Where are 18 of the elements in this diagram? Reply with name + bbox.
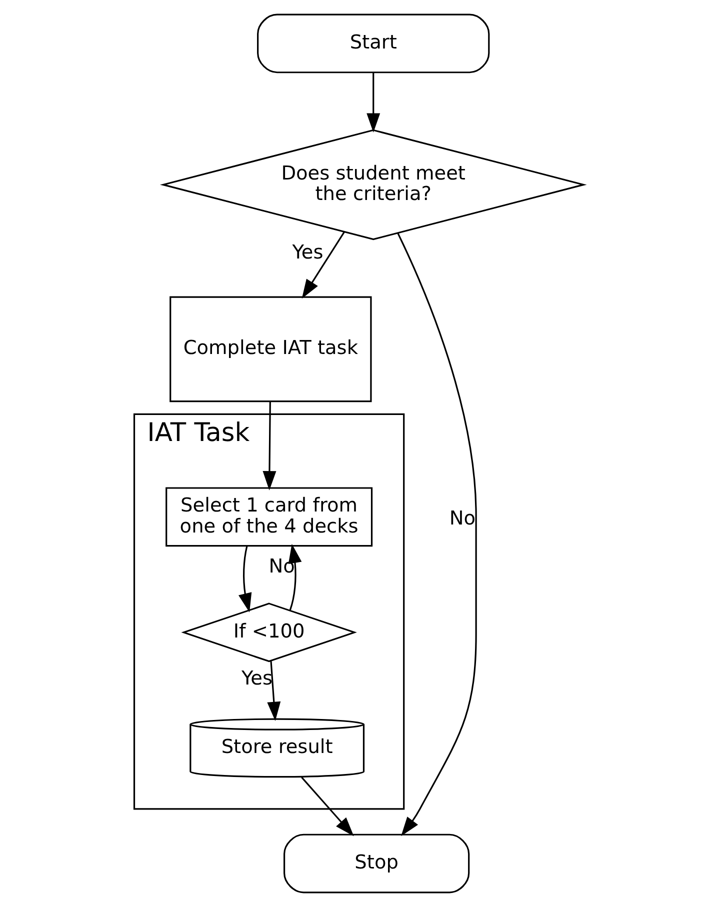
arrow xyxy=(366,73,380,133)
arrow xyxy=(238,546,252,612)
arrow xyxy=(262,401,276,490)
edge-label: No xyxy=(268,554,295,578)
node-box: Complete IAT task xyxy=(170,296,372,402)
node-box: Stop xyxy=(284,834,470,894)
edge-label: Yes xyxy=(241,666,273,690)
node-diamond: Does student meet the criteria? xyxy=(160,129,587,240)
arrow xyxy=(301,776,354,836)
node-diamond: If <100 xyxy=(181,602,357,662)
node-box: Start xyxy=(257,14,490,74)
arrow xyxy=(302,232,345,299)
edge-label: Yes xyxy=(292,240,324,264)
arrow xyxy=(397,233,477,836)
node-box: Select 1 card from one of the 4 decks xyxy=(166,487,373,547)
arrow xyxy=(267,661,281,722)
arrow xyxy=(288,544,302,610)
edge-label: No xyxy=(449,506,476,530)
